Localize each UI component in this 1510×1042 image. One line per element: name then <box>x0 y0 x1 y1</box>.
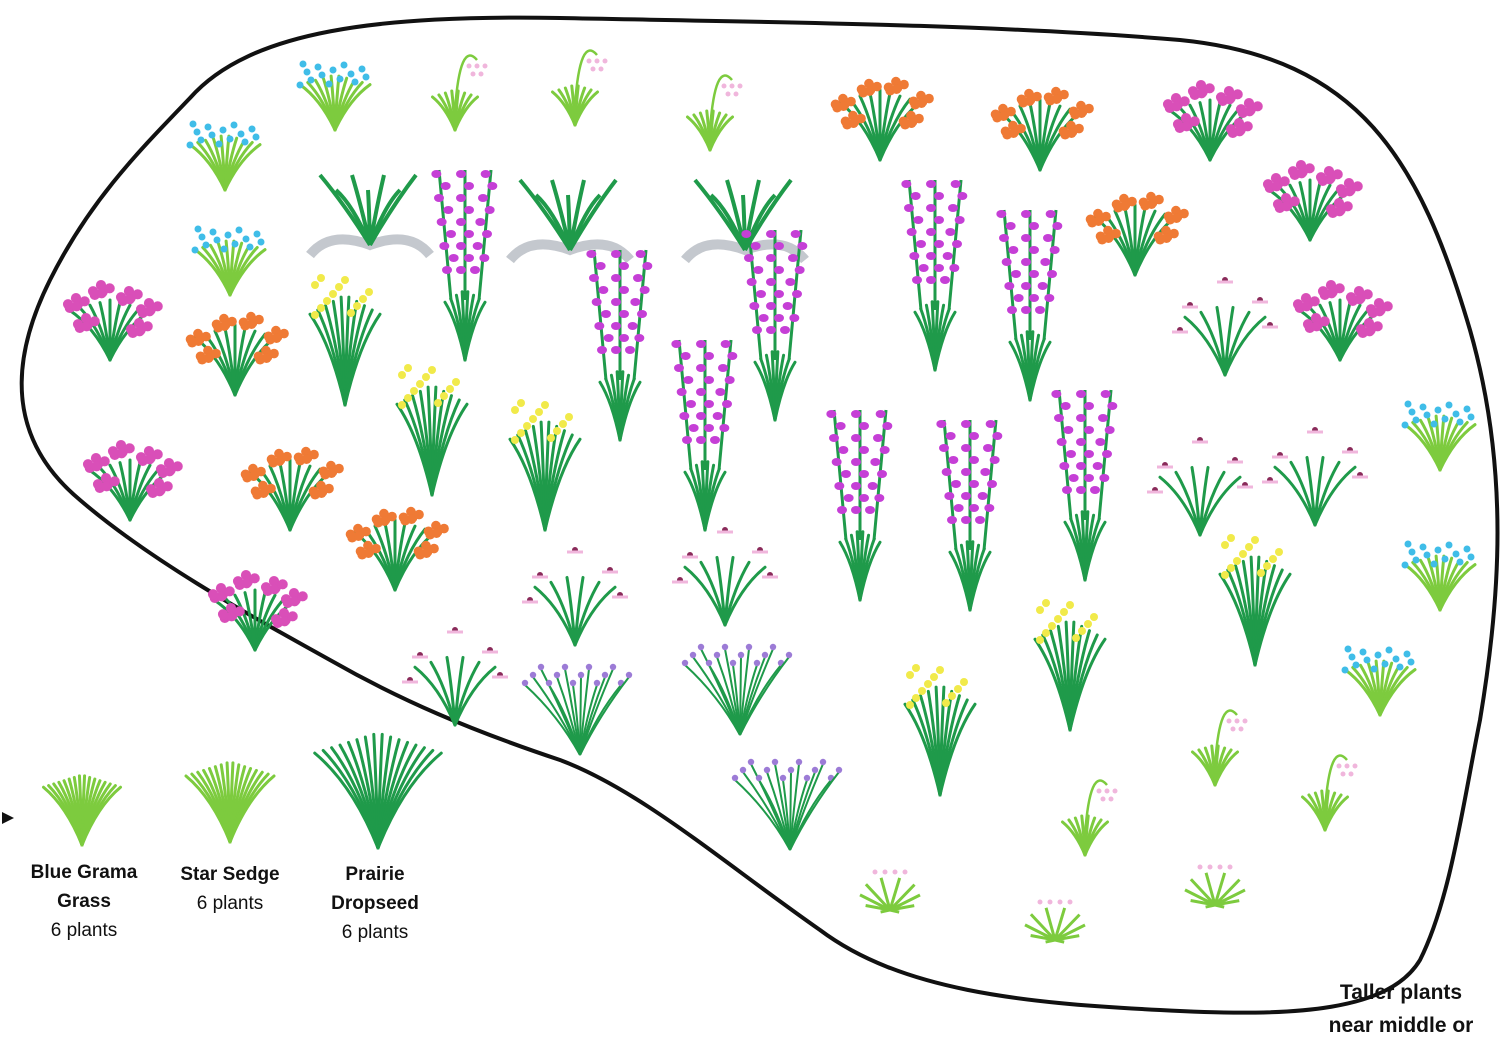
planting-note: Taller plants near middle or <box>1296 976 1506 1042</box>
legend-name-line1: Prairie <box>310 860 440 889</box>
legend-star-sedge: Star Sedge 6 plants <box>165 860 295 918</box>
star-sedge-icon <box>186 763 274 842</box>
prairie-dropseed-icon <box>315 734 442 848</box>
blue-grama-grass-icon <box>44 776 121 845</box>
legend-count: 6 plants <box>310 918 440 947</box>
legend-prairie-dropseed: Prairie Dropseed 6 plants <box>310 860 440 947</box>
legend-name-line2: Grass <box>14 887 154 916</box>
legend-count: 6 plants <box>165 889 295 918</box>
planting-note-line2: near middle or <box>1296 1009 1506 1042</box>
planting-note-line1: Taller plants <box>1296 976 1506 1009</box>
legend-blue-grama-grass: Blue Grama Grass 6 plants <box>14 858 154 945</box>
legend-name-line1: Blue Grama <box>14 858 154 887</box>
pointer-arrow-icon <box>2 812 14 824</box>
legend-name-line2: Dropseed <box>310 889 440 918</box>
legend-name-line1: Star Sedge <box>165 860 295 889</box>
legend-count: 6 plants <box>14 916 154 945</box>
